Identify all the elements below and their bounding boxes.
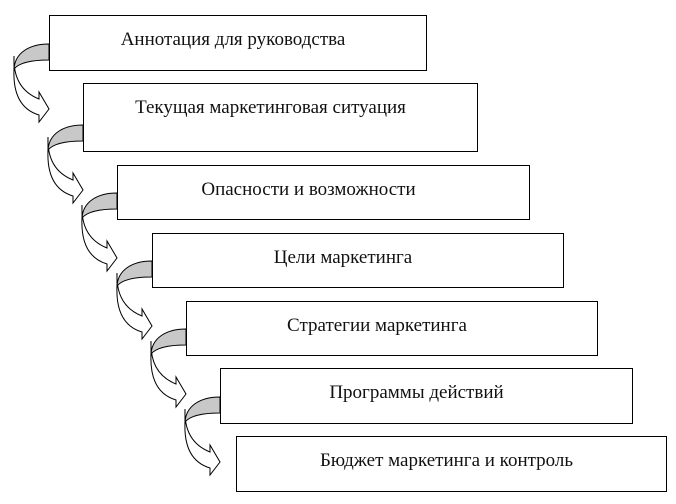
step-label-2: Текущая маркетинговая ситуация [135,97,406,118]
arrow-body [184,408,221,477]
step-label-1: Аннотация для руководства [120,29,346,50]
step-box-1: Аннотация для руководства [49,15,427,71]
step-label-4: Цели маркетинга [273,247,413,268]
arrow-ribbon [150,328,187,356]
curved-arrow-icon [13,43,50,124]
step-label-7: Бюджет маркетинга и контроль [319,450,574,471]
arrow-body [81,204,118,273]
arrow-body [13,55,50,124]
arrow-ribbon [184,396,221,424]
step-label-6: Программы действий [329,382,504,403]
arrow-body [47,136,84,205]
arrow-ribbon [13,43,50,71]
step-box-7: Бюджет маркетинга и контроль [236,436,667,492]
curved-arrow-icon [81,192,118,273]
step-box-6: Программы действий [220,368,633,424]
arrow-ribbon [116,260,153,288]
arrow-ribbon [81,192,118,220]
step-label-5: Стратегии маркетинга [287,315,467,336]
step-box-2: Текущая маркетинговая ситуация [83,83,478,152]
curved-arrow-icon [184,396,221,477]
arrow-body [116,272,153,341]
step-box-4: Цели маркетинга [152,233,564,288]
curved-arrow-icon [47,124,84,205]
step-label-3: Опасности и возможности [201,179,416,200]
arrow-body [150,340,187,409]
step-box-3: Опасности и возможности [117,165,530,220]
step-box-5: Стратегии маркетинга [186,301,598,356]
curved-arrow-icon [116,260,153,341]
arrow-ribbon [47,124,84,152]
curved-arrow-icon [150,328,187,409]
